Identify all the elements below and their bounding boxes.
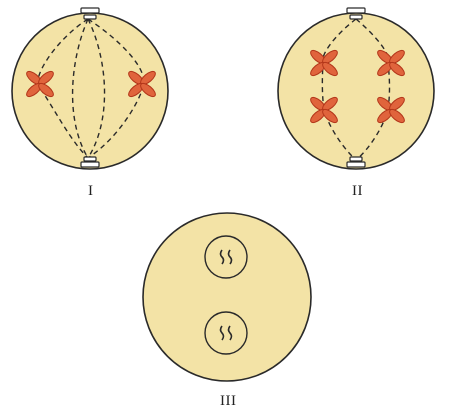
cell-ii (278, 8, 434, 169)
cell-i-label: I (88, 184, 94, 199)
cell-i-centriole-bottom (81, 157, 99, 167)
cell-i-centriole-top (81, 8, 99, 19)
cell-iii (143, 213, 311, 381)
cell-iii-label: III (220, 394, 237, 409)
cell-ii-centriole-top (347, 8, 365, 19)
cell-ii-centriole-bottom (347, 157, 365, 167)
cell-ii-membrane (278, 13, 434, 169)
cell-i (12, 8, 168, 169)
cell-iii-nucleus-bottom (205, 312, 247, 354)
cell-ii-label: II (352, 184, 363, 199)
cell-iii-nucleus-top (205, 236, 247, 278)
